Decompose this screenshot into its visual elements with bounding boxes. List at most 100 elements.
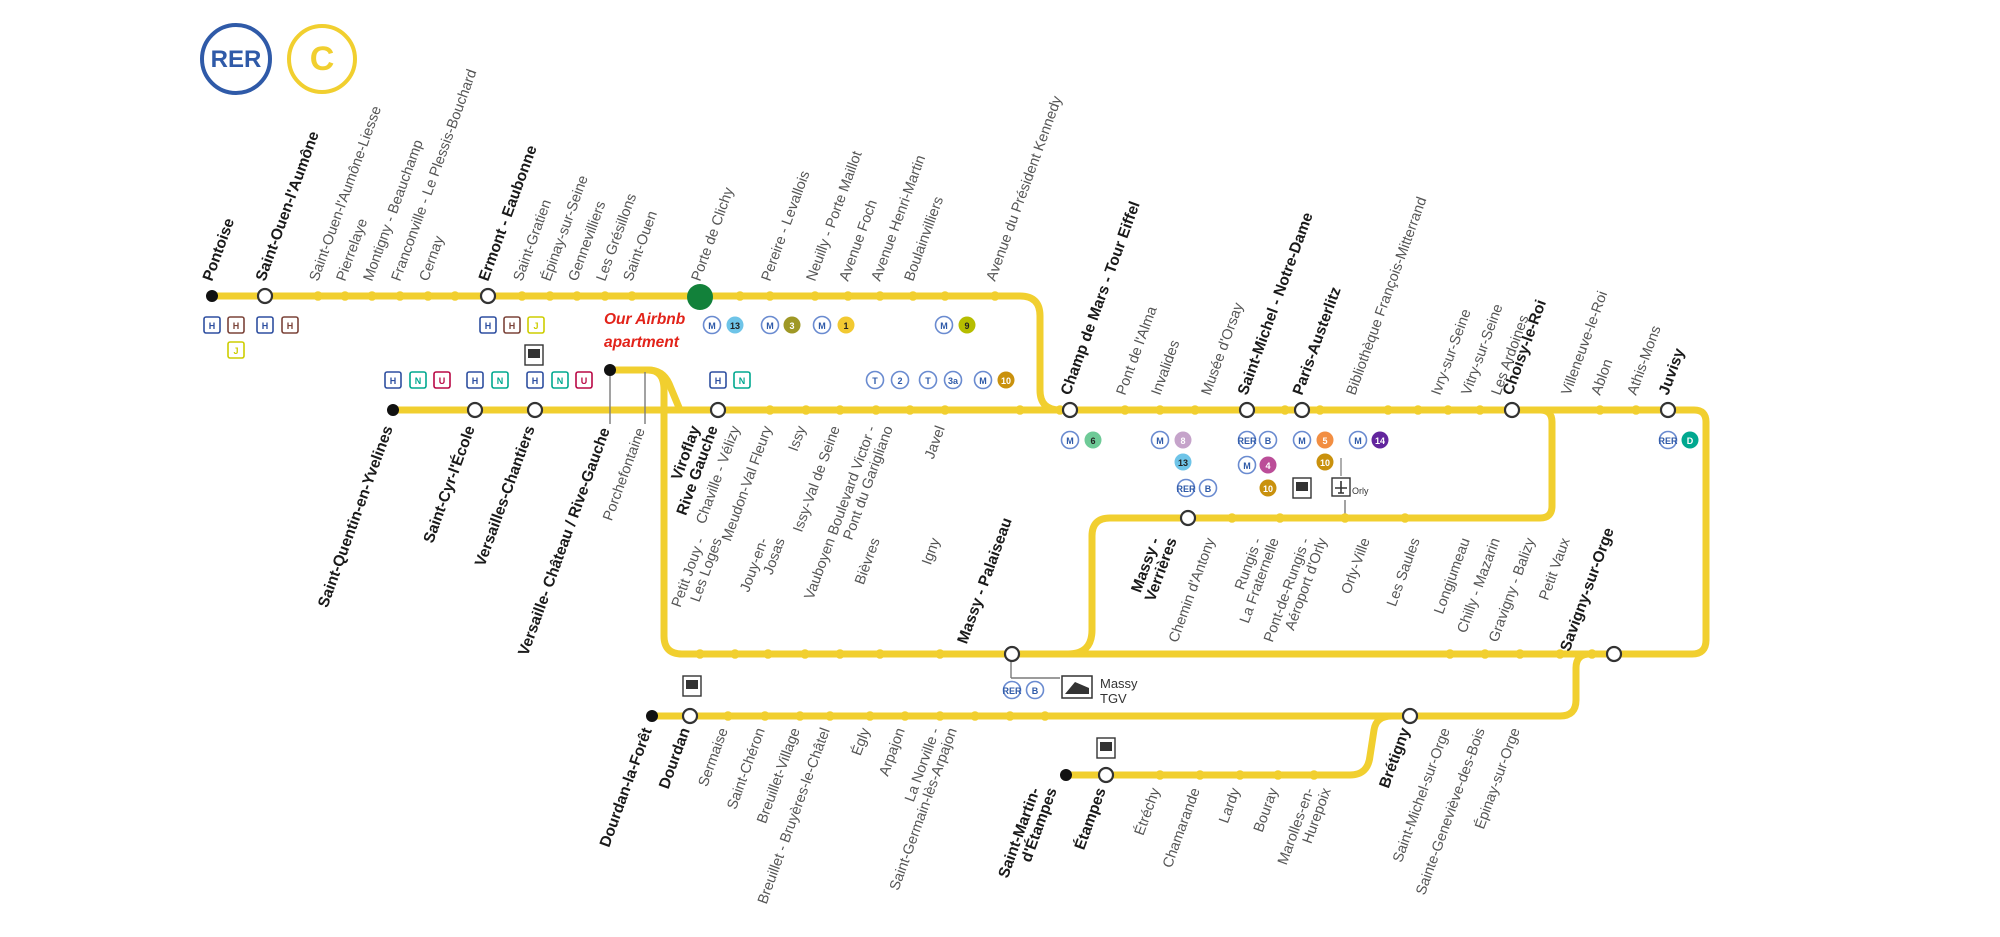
stop-dot bbox=[875, 649, 885, 659]
station-node bbox=[1503, 401, 1521, 419]
station-label-porte-clichy: Porte de Clichy bbox=[689, 185, 738, 284]
svg-text:H: H bbox=[262, 321, 269, 331]
stop-dot bbox=[1413, 405, 1423, 415]
connection-h: H bbox=[526, 371, 544, 389]
svg-text:RER: RER bbox=[1176, 484, 1196, 494]
svg-text:T: T bbox=[872, 376, 878, 386]
connection-m10: 10 bbox=[1316, 453, 1334, 471]
station-label-massy-pal: Massy - Palaiseau bbox=[954, 516, 1015, 647]
train-icon-austerlitz bbox=[1292, 477, 1312, 499]
connection-j: J bbox=[227, 341, 245, 359]
station-node bbox=[1179, 509, 1197, 527]
svg-text:10: 10 bbox=[1263, 484, 1273, 494]
station-label-dourdan-foret: Dourdan-la-Forêt bbox=[597, 726, 656, 850]
svg-text:M: M bbox=[940, 321, 948, 331]
svg-text:H: H bbox=[715, 376, 722, 386]
station-label-issy: Issy bbox=[786, 423, 810, 453]
airbnb-label-line1: Our Airbnb bbox=[604, 311, 686, 328]
svg-text:M: M bbox=[1066, 436, 1074, 446]
stop-dot bbox=[801, 405, 811, 415]
connection-t2: 2 bbox=[890, 370, 910, 390]
stop-dot bbox=[765, 405, 775, 415]
stop-dot bbox=[865, 711, 875, 721]
stop-dot bbox=[1273, 770, 1283, 780]
svg-text:RER: RER bbox=[1237, 436, 1257, 446]
connection-m: M bbox=[760, 315, 780, 335]
svg-text:D: D bbox=[1687, 436, 1694, 446]
svg-text:M: M bbox=[979, 376, 987, 386]
connection-u: U bbox=[575, 371, 593, 389]
svg-text:N: N bbox=[557, 376, 564, 386]
station-label-arpajon: Arpajon bbox=[877, 726, 909, 778]
connection-b: B bbox=[1258, 430, 1278, 450]
connection-h: H bbox=[384, 371, 402, 389]
connection-t: T bbox=[918, 370, 938, 390]
connection-m10: 10 bbox=[997, 371, 1015, 389]
stop-dot bbox=[940, 291, 950, 301]
station-label-vers-rg: Versaille- Château / Rive-Gauche bbox=[515, 425, 614, 658]
stop-dot bbox=[905, 405, 915, 415]
svg-text:B: B bbox=[1032, 686, 1039, 696]
stop-dot bbox=[1400, 513, 1410, 523]
svg-text:5: 5 bbox=[1322, 436, 1327, 446]
stop-dot bbox=[1015, 405, 1025, 415]
stop-dot bbox=[900, 711, 910, 721]
svg-text:RER: RER bbox=[1002, 686, 1022, 696]
station-label-st-cyr: Saint-Cyr-l'École bbox=[421, 423, 479, 545]
connection-j: J bbox=[527, 316, 545, 334]
station-label-bretigny: Brétigny bbox=[1376, 725, 1414, 790]
connection-h: H bbox=[227, 316, 245, 334]
stop-dot bbox=[835, 649, 845, 659]
svg-text:H: H bbox=[209, 321, 216, 331]
station-node bbox=[1003, 645, 1021, 663]
svg-text:B: B bbox=[1265, 436, 1272, 446]
svg-text:H: H bbox=[485, 321, 492, 331]
connection-m3: 3 bbox=[783, 316, 801, 334]
station-label-cernay: Cernay bbox=[417, 233, 448, 283]
stop-dot bbox=[843, 291, 853, 301]
stop-dot bbox=[1480, 649, 1490, 659]
svg-text:H: H bbox=[472, 376, 479, 386]
svg-text:4: 4 bbox=[1265, 461, 1270, 471]
connection-d: D bbox=[1681, 431, 1699, 449]
station-node bbox=[1605, 645, 1623, 663]
terminus-node bbox=[1060, 769, 1072, 781]
svg-text:J: J bbox=[233, 346, 238, 356]
connection-b: B bbox=[1025, 680, 1045, 700]
stop-dot bbox=[1235, 770, 1245, 780]
stop-dot bbox=[340, 291, 350, 301]
connection-rer: RER bbox=[1658, 430, 1678, 450]
svg-text:B: B bbox=[1205, 484, 1212, 494]
station-label-etampes: Étampes bbox=[1072, 786, 1110, 853]
terminus-node bbox=[604, 364, 616, 376]
stop-dot bbox=[627, 291, 637, 301]
station-node bbox=[1238, 401, 1256, 419]
svg-text:13: 13 bbox=[1178, 458, 1188, 468]
connection-u: U bbox=[433, 371, 451, 389]
stop-dot bbox=[367, 291, 377, 301]
connection-m8: 8 bbox=[1174, 431, 1192, 449]
connection-m5: 5 bbox=[1316, 431, 1334, 449]
svg-text:6: 6 bbox=[1090, 436, 1095, 446]
svg-text:10: 10 bbox=[1001, 376, 1011, 386]
station-node bbox=[526, 401, 544, 419]
stop-dot bbox=[970, 711, 980, 721]
connection-b: B bbox=[1198, 478, 1218, 498]
orly-label: Orly bbox=[1352, 486, 1369, 496]
stop-dot bbox=[1445, 649, 1455, 659]
svg-text:J: J bbox=[533, 321, 538, 331]
svg-text:9: 9 bbox=[964, 321, 969, 331]
svg-text:13: 13 bbox=[730, 321, 740, 331]
station-node bbox=[1061, 401, 1079, 419]
svg-text:M: M bbox=[1243, 461, 1251, 471]
stop-dot bbox=[1315, 405, 1325, 415]
station-node bbox=[466, 401, 484, 419]
stop-dot bbox=[835, 405, 845, 415]
connection-h: H bbox=[466, 371, 484, 389]
stop-dot bbox=[1040, 711, 1050, 721]
connection-m1: 1 bbox=[837, 316, 855, 334]
stop-dot bbox=[395, 291, 405, 301]
svg-text:M: M bbox=[1354, 436, 1362, 446]
